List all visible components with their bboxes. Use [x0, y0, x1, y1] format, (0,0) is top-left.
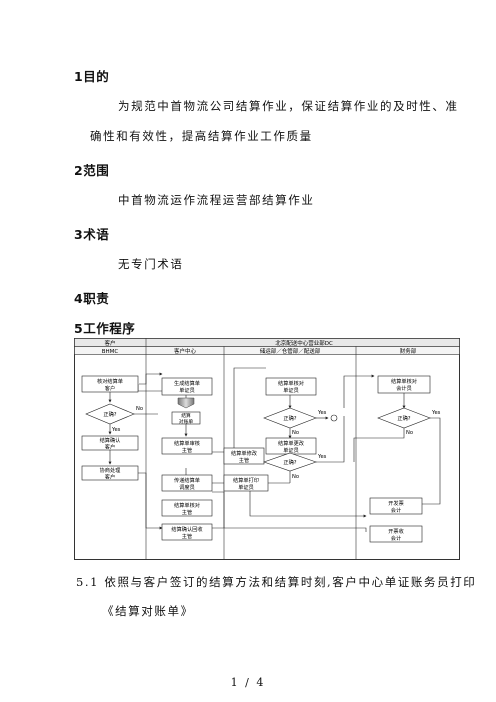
section-5-title: 5工作程序	[74, 321, 136, 336]
svg-text:正确?: 正确?	[103, 410, 116, 418]
svg-text:单证员: 单证员	[283, 386, 299, 394]
svg-text:客户: 客户	[105, 473, 115, 481]
svg-text:会计: 会计	[391, 534, 401, 542]
node-invoice-receive	[369, 525, 423, 543]
header-customer: 客户	[104, 339, 115, 347]
section-2-title: 2范围	[74, 163, 110, 178]
svg-text:传递结算单: 传递结算单	[174, 476, 200, 484]
svg-text:会计: 会计	[391, 506, 401, 514]
section-4-title: 4职责	[74, 291, 110, 306]
svg-text:No: No	[136, 406, 143, 412]
node-statement-check-supervisor	[161, 499, 213, 517]
page-number: 1 / 4	[230, 676, 266, 689]
cylinder-icon	[177, 397, 195, 409]
node-statement-review	[161, 437, 213, 455]
settlement-flowchart: 客户 北京配送中心营业部DC BHMC 客户中心 储运部／仓管部／配送部 财务部	[74, 338, 460, 560]
node-deliver-statement	[161, 474, 213, 492]
svg-text:开发票: 开发票	[388, 499, 404, 507]
svg-text:结算单核对: 结算单核对	[278, 379, 304, 387]
node-negotiate	[81, 465, 139, 481]
svg-text:核对结算单: 核对结算单	[97, 377, 123, 385]
lane-bhmc: BHMC	[102, 349, 119, 355]
svg-text:结算单修改: 结算单修改	[231, 449, 258, 457]
svg-text:Yes: Yes	[317, 454, 327, 460]
svg-text:结算: 结算	[181, 412, 191, 419]
lane-service: 客户中心	[174, 347, 197, 355]
junction-icon	[330, 414, 338, 422]
para-5-1-line-2: 《结算对账单》	[102, 604, 194, 618]
svg-text:客户: 客户	[105, 443, 115, 451]
svg-text:结算单审核: 结算单审核	[174, 439, 200, 447]
svg-text:主管: 主管	[182, 532, 192, 540]
svg-text:对账单: 对账单	[179, 418, 194, 425]
para-5-1-line-1: 5.1 依照与客户签订的结算方法和结算时刻,客户中心单证账务员打印	[76, 575, 477, 589]
svg-text:单证员: 单证员	[283, 446, 299, 454]
node-statement-check-accountant	[377, 375, 431, 394]
section-1-line-2: 确性和有效性，提高结算作业工作质量	[90, 129, 313, 143]
svg-text:协商处理: 协商处理	[100, 466, 122, 474]
svg-text:结算确认: 结算确认	[100, 436, 122, 444]
svg-text:No: No	[292, 474, 299, 480]
section-2-text: 中首物流运作流程运营部结算作业	[118, 193, 315, 207]
lane-finance: 财务部	[400, 347, 417, 355]
svg-text:生成结算单: 生成结算单	[174, 379, 200, 387]
node-verify-statement	[81, 375, 139, 393]
svg-text:开票收: 开票收	[388, 527, 404, 535]
svg-text:Yes: Yes	[317, 410, 327, 416]
node-statement-modify	[223, 447, 265, 465]
svg-text:主管: 主管	[182, 508, 192, 516]
svg-text:单证员: 单证员	[179, 386, 195, 394]
svg-text:Yes: Yes	[431, 410, 441, 416]
node-statement-print	[223, 474, 269, 492]
node-settle-confirm	[81, 435, 139, 451]
decision-correct-4	[377, 407, 431, 429]
node-confirm-recovery	[161, 523, 213, 541]
header-center: 北京配送中心营业部DC	[275, 339, 333, 347]
node-statement-doc	[171, 411, 201, 425]
svg-text:正确?: 正确?	[283, 414, 296, 422]
svg-text:调度员: 调度员	[179, 483, 195, 491]
svg-text:Yes: Yes	[111, 427, 121, 433]
svg-text:会计员: 会计员	[396, 384, 412, 392]
svg-text:主管: 主管	[239, 456, 249, 464]
decision-correct-1	[85, 403, 135, 425]
lane-ops: 储运部／仓管部／配送部	[260, 347, 321, 355]
node-statement-check-clerk	[265, 377, 317, 396]
svg-text:No: No	[292, 430, 299, 436]
svg-text:结算单打印: 结算单打印	[233, 476, 259, 484]
decision-correct-2	[263, 407, 317, 429]
section-1-title: 1目的	[74, 69, 110, 84]
svg-text:No: No	[406, 430, 413, 436]
node-generate-statement	[161, 377, 213, 396]
decision-correct-3	[263, 452, 317, 472]
svg-text:正确?: 正确?	[397, 414, 410, 422]
section-3-title: 3术语	[74, 227, 110, 242]
node-invoice	[369, 497, 423, 515]
svg-text:结算单核对: 结算单核对	[174, 501, 200, 509]
svg-text:结算确认回收: 结算确认回收	[171, 525, 202, 533]
svg-text:单证员: 单证员	[238, 483, 254, 491]
svg-text:客户: 客户	[105, 384, 115, 392]
svg-text:结算单更改: 结算单更改	[278, 439, 305, 447]
section-3-text: 无专门术语	[118, 257, 184, 271]
svg-text:主管: 主管	[182, 446, 192, 454]
svg-text:正确?: 正确?	[283, 458, 296, 466]
svg-text:结算单核对: 结算单核对	[391, 377, 417, 385]
section-1-line-1: 为规范中首物流公司结算作业，保证结算作业的及时性、准	[118, 99, 459, 113]
